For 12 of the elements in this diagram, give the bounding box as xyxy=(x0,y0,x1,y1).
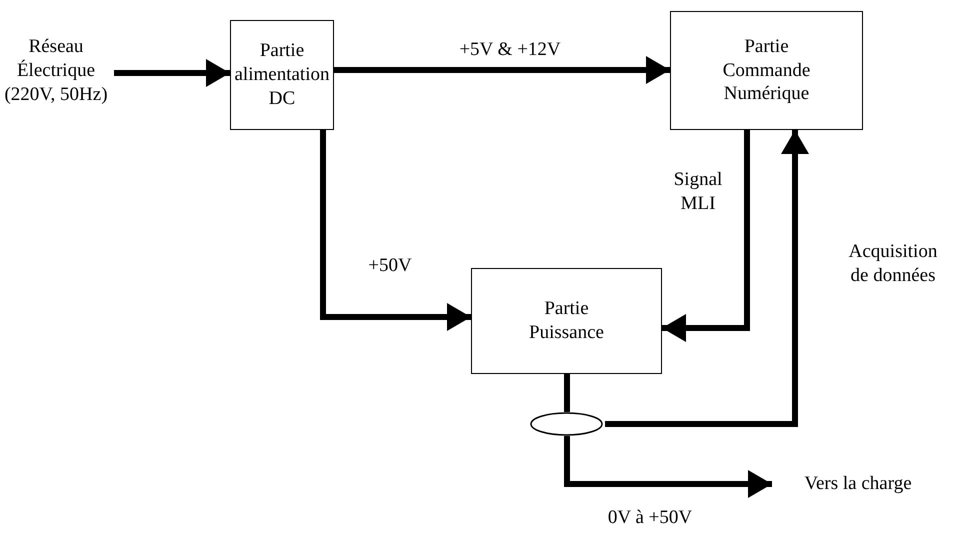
block-box: Partie alimentation DC xyxy=(230,20,334,130)
power-arrow xyxy=(320,130,471,331)
power-arrow xyxy=(114,59,230,87)
power-arrow xyxy=(334,56,670,84)
block-box: Partie Commande Numérique xyxy=(670,11,863,130)
block-box: Partie Puissance xyxy=(471,268,662,374)
power-arrow xyxy=(605,130,809,427)
block-label: Réseau Électrique (220V, 50Hz) xyxy=(0,36,112,106)
block-label: Vers la charge xyxy=(778,470,938,498)
power-arrow xyxy=(662,130,750,342)
current-sensor-ellipse xyxy=(530,412,603,436)
power-arrow xyxy=(564,436,772,498)
